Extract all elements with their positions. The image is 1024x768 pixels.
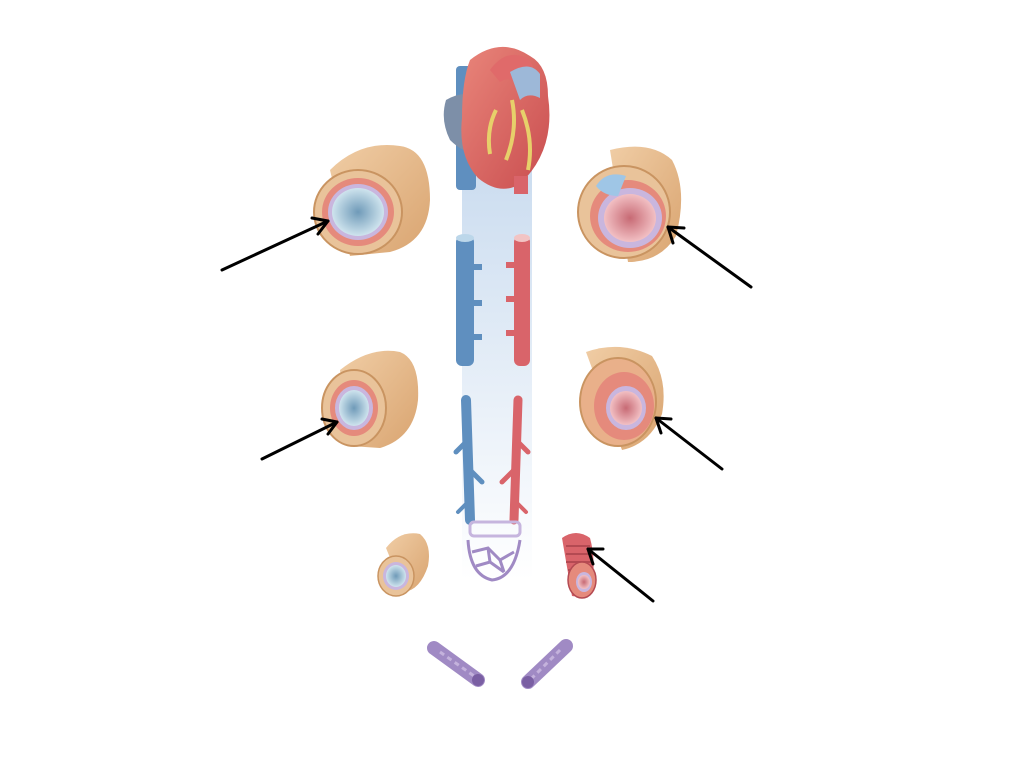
- large-vein-trunk: [456, 234, 482, 366]
- arrow-large-vein: [220, 216, 330, 272]
- arteriole-section: [562, 533, 597, 599]
- capillary-arterial-end: [521, 639, 573, 689]
- muscular-artery-section: [579, 346, 664, 450]
- arrow-elastic-artery: [666, 225, 753, 289]
- capillary-venous-end: [427, 641, 485, 687]
- capillary-network: [466, 520, 522, 582]
- medium-vein-section: [321, 350, 419, 448]
- arrow-arteriole: [586, 547, 655, 603]
- elastic-artery-trunk: [506, 234, 530, 366]
- arrow-medium-vein: [260, 417, 339, 461]
- elastic-artery-section: [577, 146, 682, 262]
- label-arrows: [220, 216, 753, 603]
- large-vein-section: [313, 145, 430, 256]
- venule-section: [377, 533, 429, 597]
- heart: [443, 46, 550, 194]
- arrow-muscular-artery: [654, 416, 724, 471]
- muscular-artery-branch: [499, 395, 531, 525]
- medium-vein-branch: [453, 395, 485, 525]
